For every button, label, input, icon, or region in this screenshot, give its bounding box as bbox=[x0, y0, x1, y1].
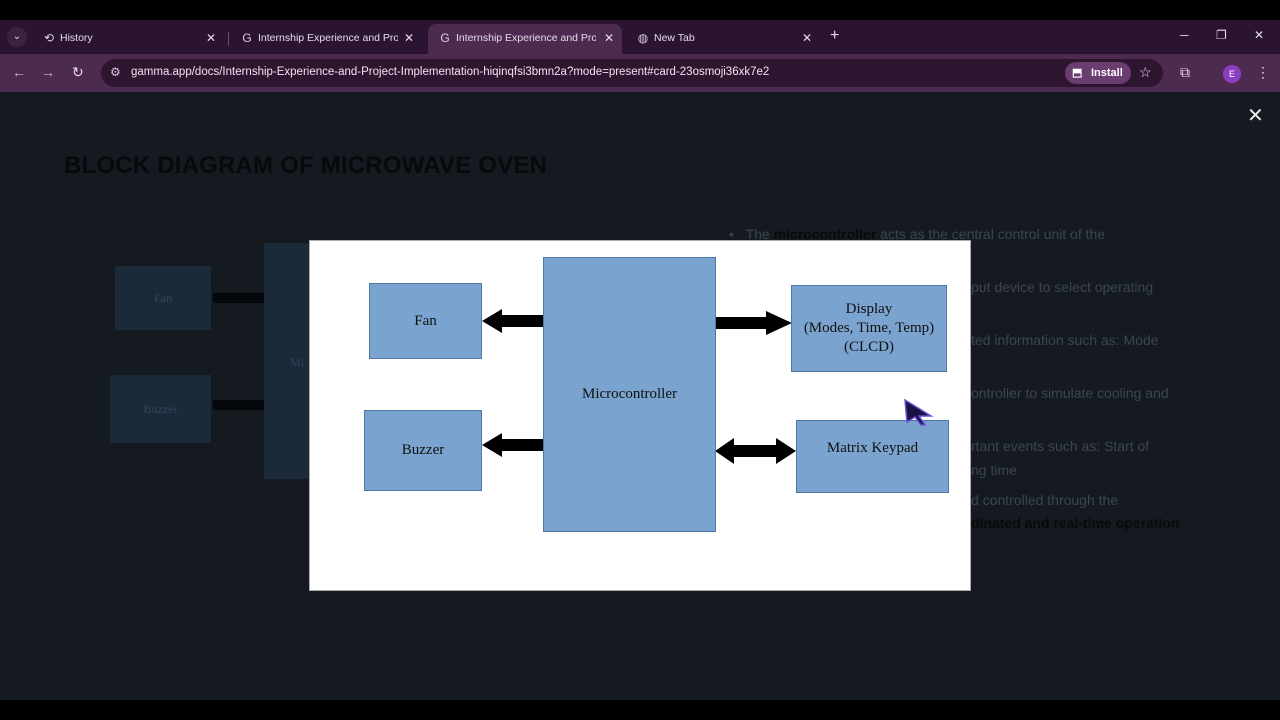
tab-internship-active[interactable]: G Internship Experience and Proje ✕ bbox=[428, 24, 622, 54]
close-tab-icon[interactable]: ✕ bbox=[403, 31, 414, 45]
fan-block: Fan bbox=[369, 283, 482, 359]
tab-search-button[interactable]: ⌄ bbox=[7, 27, 27, 47]
buzzer-label: Buzzer bbox=[401, 442, 445, 458]
display-arrow-icon bbox=[716, 311, 792, 335]
new-tab-plus-icon[interactable]: + bbox=[830, 27, 840, 44]
tab-strip: ⌄ ⟲ History ✕ G Internship Experience an… bbox=[0, 20, 1280, 54]
bullet-2: put device to select operating bbox=[971, 279, 1154, 295]
bg-microcontroller-block: Mi bbox=[264, 243, 310, 479]
display-modes-label: (Modes, Time, Temp) bbox=[803, 320, 935, 336]
display-label: Display bbox=[845, 301, 893, 317]
buzzer-block: Buzzer bbox=[364, 410, 482, 491]
minimize-icon[interactable]: ─ bbox=[1180, 28, 1189, 42]
gamma-icon: G bbox=[242, 31, 252, 45]
url-text[interactable]: gamma.app/docs/Internship-Experience-and… bbox=[131, 66, 770, 78]
bullet-6-cont: dinated and real-time operation bbox=[971, 515, 1180, 531]
forward-icon[interactable]: → bbox=[41, 64, 55, 80]
bg-buzzer-block: Buzzer bbox=[110, 375, 211, 443]
slide-title: BLOCK DIAGRAM OF MICROWAVE OVEN bbox=[64, 152, 548, 179]
keypad-block: Matrix Keypad bbox=[796, 420, 949, 493]
screen-top-border bbox=[0, 0, 1280, 20]
fan-arrow-icon bbox=[482, 309, 544, 333]
restore-icon[interactable]: ❐ bbox=[1216, 28, 1227, 42]
microcontroller-label: Microcontroller bbox=[582, 386, 677, 402]
close-tab-icon[interactable]: ✕ bbox=[801, 31, 812, 45]
bg-fan-block: Fan bbox=[115, 266, 211, 330]
keypad-label: Matrix Keypad bbox=[826, 440, 919, 456]
microcontroller-block: Microcontroller bbox=[543, 257, 716, 532]
tab-new-tab[interactable]: ◍ New Tab ✕ bbox=[626, 24, 820, 54]
diagram-image-modal[interactable]: Fan Buzzer Microcontroller Display (Mode… bbox=[309, 240, 971, 591]
bullet-1: • The microcontroller acts as the centra… bbox=[729, 226, 1106, 242]
arrows-layer bbox=[482, 309, 796, 464]
install-icon: ⬒ bbox=[1072, 67, 1083, 79]
tab-title: Internship Experience and Proje bbox=[258, 32, 398, 44]
tab-title: History bbox=[60, 32, 93, 44]
install-app-button[interactable]: ⬒ Install bbox=[1065, 62, 1131, 84]
tab-internship-1[interactable]: G Internship Experience and Proje ✕ bbox=[230, 24, 422, 54]
install-label: Install bbox=[1091, 67, 1123, 79]
history-icon: ⟲ bbox=[43, 31, 55, 45]
mouse-cursor-icon bbox=[904, 398, 934, 426]
tab-history[interactable]: ⟲ History ✕ bbox=[32, 24, 224, 54]
globe-icon: ◍ bbox=[637, 31, 649, 45]
close-presentation-icon[interactable]: ✕ bbox=[1247, 105, 1264, 127]
presentation-area: ✕ BLOCK DIAGRAM OF MICROWAVE OVEN Fan Bu… bbox=[0, 92, 1280, 700]
back-icon[interactable]: ← bbox=[12, 64, 26, 80]
bookmark-star-icon[interactable]: ☆ bbox=[1139, 64, 1152, 80]
menu-kebab-icon[interactable]: ⋮ bbox=[1256, 64, 1270, 80]
bg-fan-arrow bbox=[213, 293, 265, 303]
fan-label: Fan bbox=[414, 312, 437, 329]
profile-avatar[interactable]: E bbox=[1223, 65, 1241, 83]
address-bar[interactable]: ⚙ gamma.app/docs/Internship-Experience-a… bbox=[101, 59, 1163, 87]
screen-bottom-border bbox=[0, 700, 1280, 720]
tab-title: Internship Experience and Proje bbox=[456, 32, 596, 44]
buzzer-arrow-icon bbox=[482, 433, 544, 457]
display-block: Display (Modes, Time, Temp) (CLCD) bbox=[791, 285, 947, 372]
gamma-icon: G bbox=[440, 31, 450, 45]
bullet-4: ontroller to simulate cooling and bbox=[971, 385, 1169, 401]
keypad-bidirectional-arrow-icon bbox=[715, 438, 796, 464]
display-clcd-label: (CLCD) bbox=[844, 339, 894, 355]
tab-title: New Tab bbox=[654, 32, 695, 44]
browser-toolbar: ← → ↻ ⚙ gamma.app/docs/Internship-Experi… bbox=[0, 54, 1280, 92]
extensions-icon[interactable]: ⧉ bbox=[1180, 64, 1190, 80]
bg-buzzer-arrow bbox=[213, 400, 265, 410]
bullet-5-cont: ng time bbox=[971, 462, 1017, 478]
close-tab-icon[interactable]: ✕ bbox=[205, 31, 216, 45]
tab-divider bbox=[228, 32, 229, 46]
bullet-5: rtant events such as: Start of bbox=[971, 438, 1150, 454]
close-tab-icon[interactable]: ✕ bbox=[603, 31, 614, 45]
bullet-6: d controlled through the bbox=[971, 492, 1119, 508]
site-info-icon[interactable]: ⚙ bbox=[110, 65, 121, 79]
bullet-3: ted information such as: Mode bbox=[971, 332, 1159, 348]
window-close-icon[interactable]: ✕ bbox=[1254, 28, 1265, 42]
reload-icon[interactable]: ↻ bbox=[72, 64, 84, 80]
